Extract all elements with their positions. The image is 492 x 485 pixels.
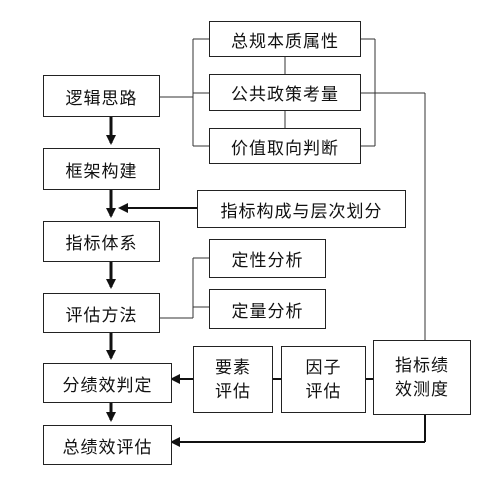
node-eval-method: 评估方法 bbox=[43, 293, 160, 333]
node-qualitative: 定性分析 bbox=[209, 239, 326, 278]
node-total-eval: 总绩效评估 bbox=[43, 425, 172, 465]
feedback-line bbox=[375, 92, 426, 340]
bracket-method bbox=[160, 257, 209, 319]
node-value: 价值取向判断 bbox=[209, 128, 361, 164]
node-element-eval: 要素 评估 bbox=[193, 346, 273, 413]
node-index-system: 指标体系 bbox=[43, 221, 160, 262]
node-composition: 指标构成与层次划分 bbox=[197, 190, 406, 228]
node-factor-eval: 因子 评估 bbox=[281, 346, 366, 413]
node-policy: 公共政策考量 bbox=[209, 74, 361, 111]
node-quantitative: 定量分析 bbox=[209, 289, 326, 329]
node-measure: 指标绩 效测度 bbox=[373, 340, 471, 415]
node-sub-eval: 分绩效判定 bbox=[43, 363, 172, 403]
measure-to-total-arrow bbox=[170, 415, 426, 447]
node-framework: 框架构建 bbox=[43, 148, 160, 190]
node-logic: 逻辑思路 bbox=[43, 75, 160, 117]
node-nature: 总规本质属性 bbox=[209, 21, 361, 57]
